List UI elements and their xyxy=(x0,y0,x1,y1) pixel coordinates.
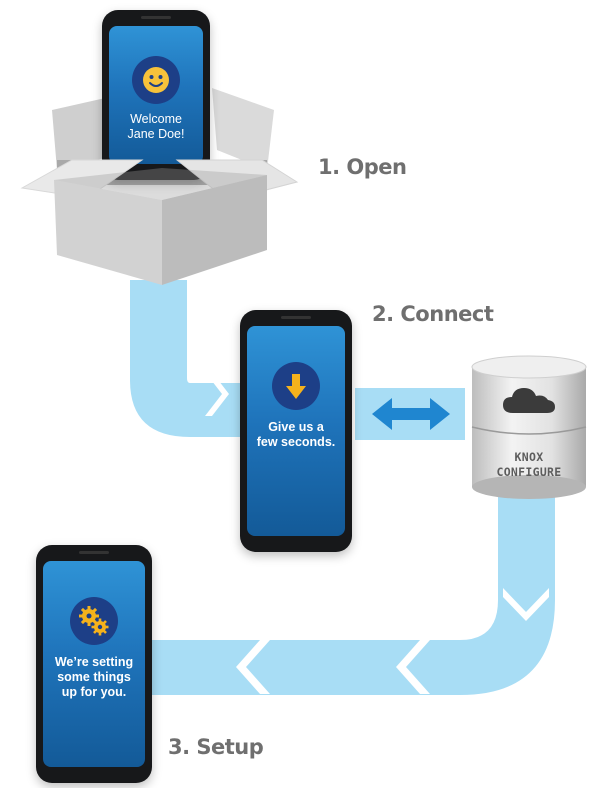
phone-screen: Welcome Jane Doe! xyxy=(109,26,203,164)
connect-text: Give us a few seconds. xyxy=(247,420,345,450)
setup-text: We’re setting some things up for you. xyxy=(43,655,145,700)
knox-configure-server: KNOX CONFIGURE xyxy=(470,355,588,503)
smiley-icon xyxy=(132,56,180,104)
server-label: KNOX CONFIGURE xyxy=(470,450,588,480)
gears-icon xyxy=(70,597,118,645)
phone-camera xyxy=(281,316,311,319)
cloud-icon xyxy=(503,388,555,413)
flow-chevron xyxy=(236,640,270,694)
phone-camera xyxy=(79,551,109,554)
open-box-illustration: Welcome Jane Doe! xyxy=(12,10,302,290)
welcome-name-line: Jane Doe! xyxy=(127,127,185,141)
phone-setup: We’re setting some things up for you. xyxy=(36,545,152,783)
phone-connect: Give us a few seconds. xyxy=(240,310,352,552)
step-open-label: 1. Open xyxy=(318,155,407,179)
server-label-line: CONFIGURE xyxy=(496,465,562,479)
connect-line: Give us a xyxy=(268,420,324,434)
setup-line: up for you. xyxy=(61,685,127,699)
flow-segment-open-to-connect xyxy=(130,280,250,437)
phone-camera xyxy=(141,16,171,19)
phone-welcome: Welcome Jane Doe! xyxy=(102,10,210,180)
download-arrow-icon xyxy=(272,362,320,410)
step-connect-label: 2. Connect xyxy=(372,302,494,326)
setup-line: We’re setting xyxy=(54,655,134,669)
welcome-text: Welcome Jane Doe! xyxy=(109,112,203,142)
flow-chevron xyxy=(503,588,549,621)
server-label-line: KNOX xyxy=(514,450,544,464)
phone-screen: We’re setting some things up for you. xyxy=(43,561,145,767)
phone-screen: Give us a few seconds. xyxy=(247,326,345,536)
flow-chevron xyxy=(205,372,229,416)
step-setup-label: 3. Setup xyxy=(168,735,264,759)
double-arrow-icon xyxy=(355,388,465,440)
flow-segment-server-to-setup xyxy=(140,480,555,695)
flow-chevron xyxy=(396,640,430,694)
welcome-line: Welcome xyxy=(130,112,182,126)
connect-line: few seconds. xyxy=(256,435,336,449)
setup-line: some things xyxy=(57,670,131,684)
